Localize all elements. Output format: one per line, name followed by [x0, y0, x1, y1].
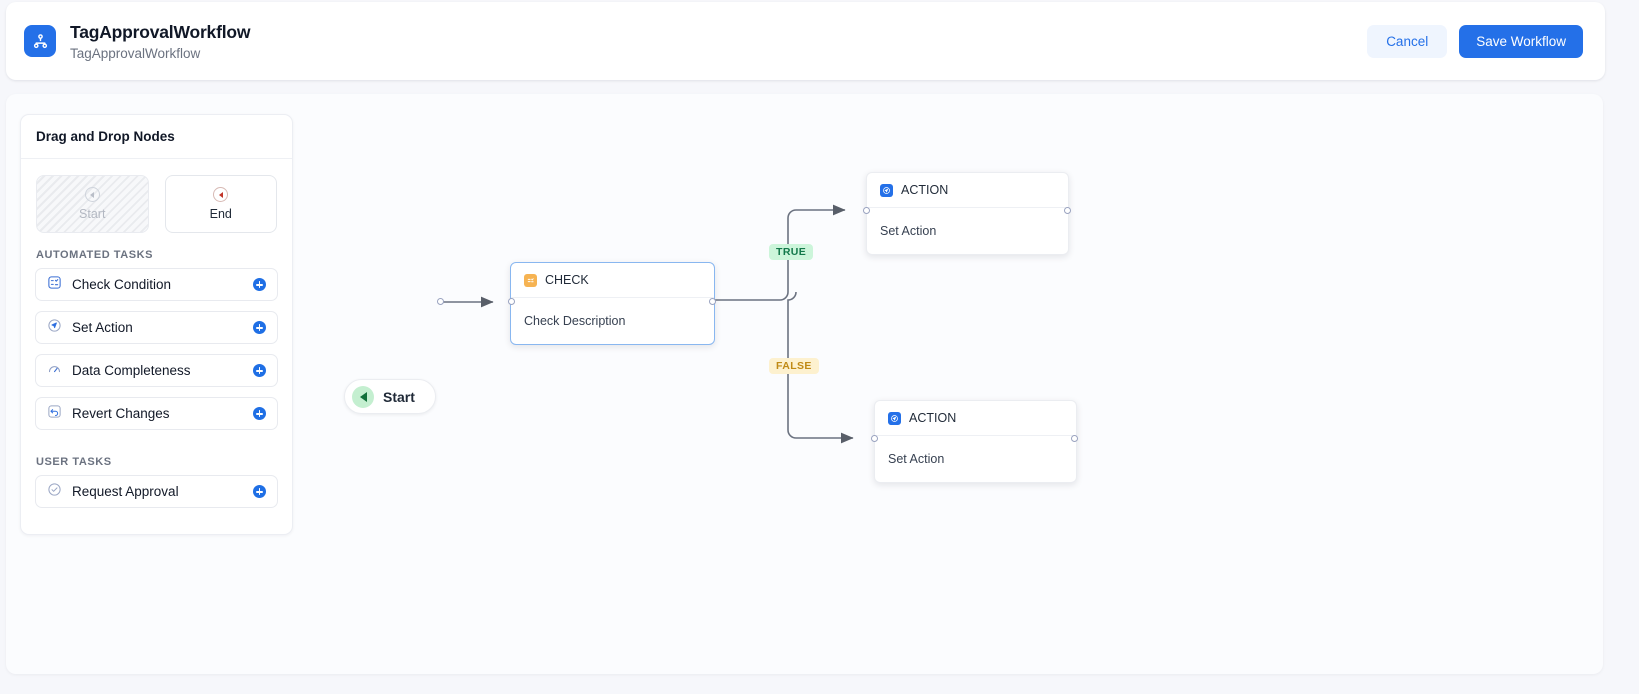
- header-actions: Cancel Save Workflow: [1367, 24, 1583, 58]
- palette-item-revert-changes[interactable]: Revert Changes: [35, 397, 278, 430]
- node-start-label: Start: [383, 388, 415, 405]
- edge-label-true: TRUE: [769, 244, 814, 260]
- play-left-circle-red-icon: [213, 187, 229, 202]
- palette-start-node: Start: [36, 175, 149, 233]
- workflow-canvas[interactable]: Drag and Drop Nodes Start End AUTOMATED …: [6, 94, 1603, 674]
- save-workflow-button[interactable]: Save Workflow: [1459, 24, 1583, 58]
- palette-start-label: Start: [79, 207, 106, 221]
- node-start-output-handle[interactable]: [437, 298, 444, 305]
- check-circle-icon: [47, 482, 62, 502]
- node-action-true-header: ACTION: [867, 173, 1068, 208]
- palette-item-label: Revert Changes: [72, 406, 170, 421]
- undo-arrow-icon: [47, 404, 62, 424]
- palette-item-label: Check Condition: [72, 277, 172, 292]
- palette-item-data-completeness[interactable]: Data Completeness: [35, 354, 278, 387]
- play-left-circle-icon: [84, 187, 100, 202]
- check-badge-icon: [524, 273, 537, 287]
- edge-label-false: FALSE: [769, 358, 819, 374]
- node-action-true[interactable]: ACTION Set Action: [866, 172, 1069, 255]
- node-action-true-description: Set Action: [880, 224, 937, 238]
- node-action-false-input-handle[interactable]: [871, 435, 878, 442]
- app-header: TagApprovalWorkflow TagApprovalWorkflow …: [6, 2, 1605, 80]
- palette-item-request-approval[interactable]: Request Approval: [35, 475, 278, 508]
- title-block: TagApprovalWorkflow TagApprovalWorkflow: [70, 22, 250, 61]
- node-action-true-input-handle[interactable]: [863, 207, 870, 214]
- node-check-badge-label: CHECK: [545, 273, 589, 287]
- node-check-header: CHECK: [511, 263, 714, 298]
- cancel-button[interactable]: Cancel: [1367, 24, 1448, 58]
- page-subtitle: TagApprovalWorkflow: [70, 45, 201, 61]
- add-icon[interactable]: [253, 364, 266, 377]
- add-icon[interactable]: [253, 407, 266, 420]
- node-action-false-header: ACTION: [875, 401, 1076, 436]
- palette-item-label: Data Completeness: [72, 363, 191, 378]
- node-action-false-badge-label: ACTION: [909, 411, 957, 425]
- action-badge-icon: [888, 411, 901, 425]
- palette-start-end-row: Start End: [21, 159, 292, 233]
- node-check-input-handle[interactable]: [508, 298, 515, 305]
- add-icon[interactable]: [253, 278, 266, 291]
- add-icon[interactable]: [253, 321, 266, 334]
- page-title: TagApprovalWorkflow: [70, 21, 251, 42]
- node-action-false-description: Set Action: [888, 452, 945, 466]
- node-start[interactable]: Start: [344, 379, 436, 414]
- node-check-description: Check Description: [524, 314, 626, 328]
- section-title-automated-tasks: AUTOMATED TASKS: [36, 249, 154, 261]
- palette-end-node[interactable]: End: [164, 175, 277, 233]
- palette-item-label: Request Approval: [72, 484, 179, 499]
- palette-item-label: Set Action: [72, 320, 133, 335]
- play-left-icon: [352, 385, 374, 408]
- add-icon[interactable]: [253, 485, 266, 498]
- node-check-output-handle[interactable]: [709, 298, 716, 305]
- set-action-icon: [47, 318, 62, 338]
- node-action-true-badge-label: ACTION: [901, 183, 949, 197]
- action-badge-icon: [880, 183, 893, 197]
- workflow-hierarchy-icon: [24, 25, 56, 57]
- node-action-false-output-handle[interactable]: [1071, 435, 1078, 442]
- check-condition-icon: [47, 275, 62, 295]
- palette-item-set-action[interactable]: Set Action: [35, 311, 278, 344]
- palette-item-check-condition[interactable]: Check Condition: [35, 268, 278, 301]
- node-palette-sidebar: Drag and Drop Nodes Start End AUTOMATED …: [20, 114, 293, 535]
- sidebar-heading: Drag and Drop Nodes: [21, 115, 292, 159]
- node-check[interactable]: CHECK Check Description: [510, 262, 715, 345]
- gauge-icon: [47, 361, 62, 381]
- node-action-false[interactable]: ACTION Set Action: [874, 400, 1077, 483]
- palette-end-label: End: [209, 207, 232, 221]
- section-title-user-tasks: USER TASKS: [36, 456, 112, 468]
- node-action-true-output-handle[interactable]: [1064, 207, 1071, 214]
